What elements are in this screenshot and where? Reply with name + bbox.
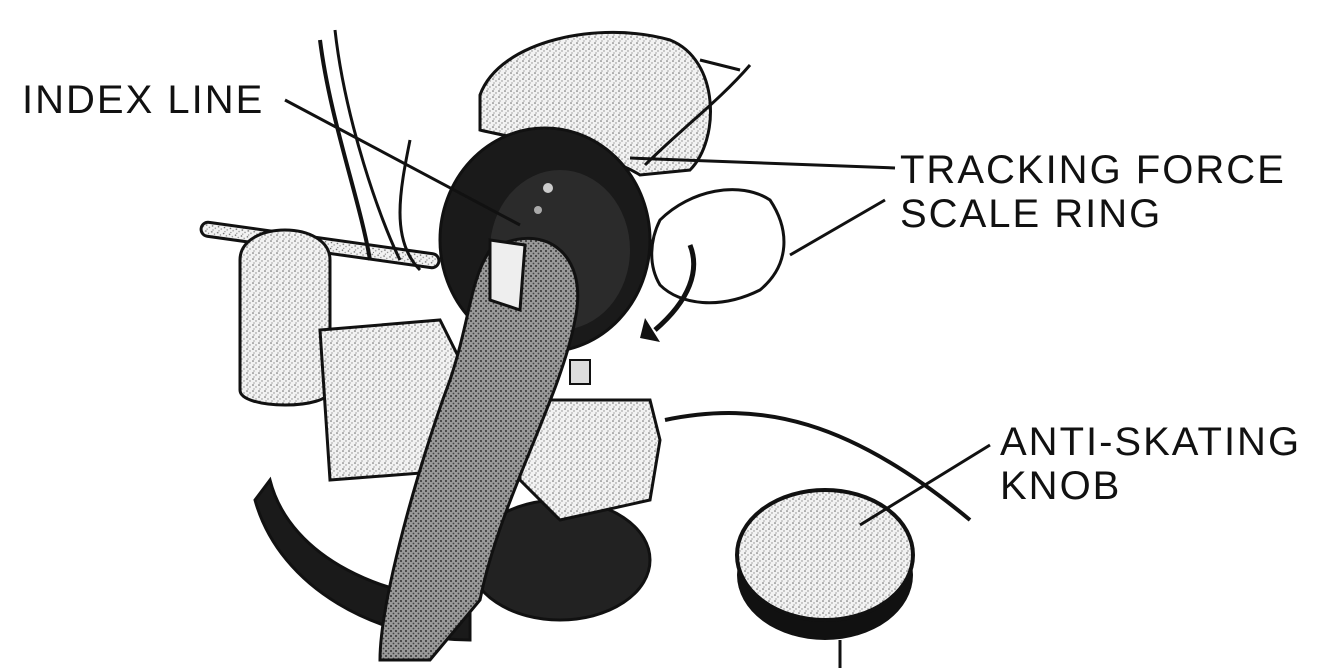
anti-skating-knob [737,490,913,668]
anti-skating-label-line1: ANTI-SKATING [1000,420,1301,464]
anti-skating-label: ANTI-SKATING KNOB [1000,420,1301,508]
index-line-label: INDEX LINE [22,80,264,120]
anti-skating-label-line2: KNOB [1000,464,1301,508]
tracking-force-label-line1: TRACKING FORCE [900,148,1286,192]
tracking-force-label-line2: SCALE RING [900,192,1286,236]
wires [320,30,420,270]
tracking-force-label: TRACKING FORCE SCALE RING [900,148,1286,236]
